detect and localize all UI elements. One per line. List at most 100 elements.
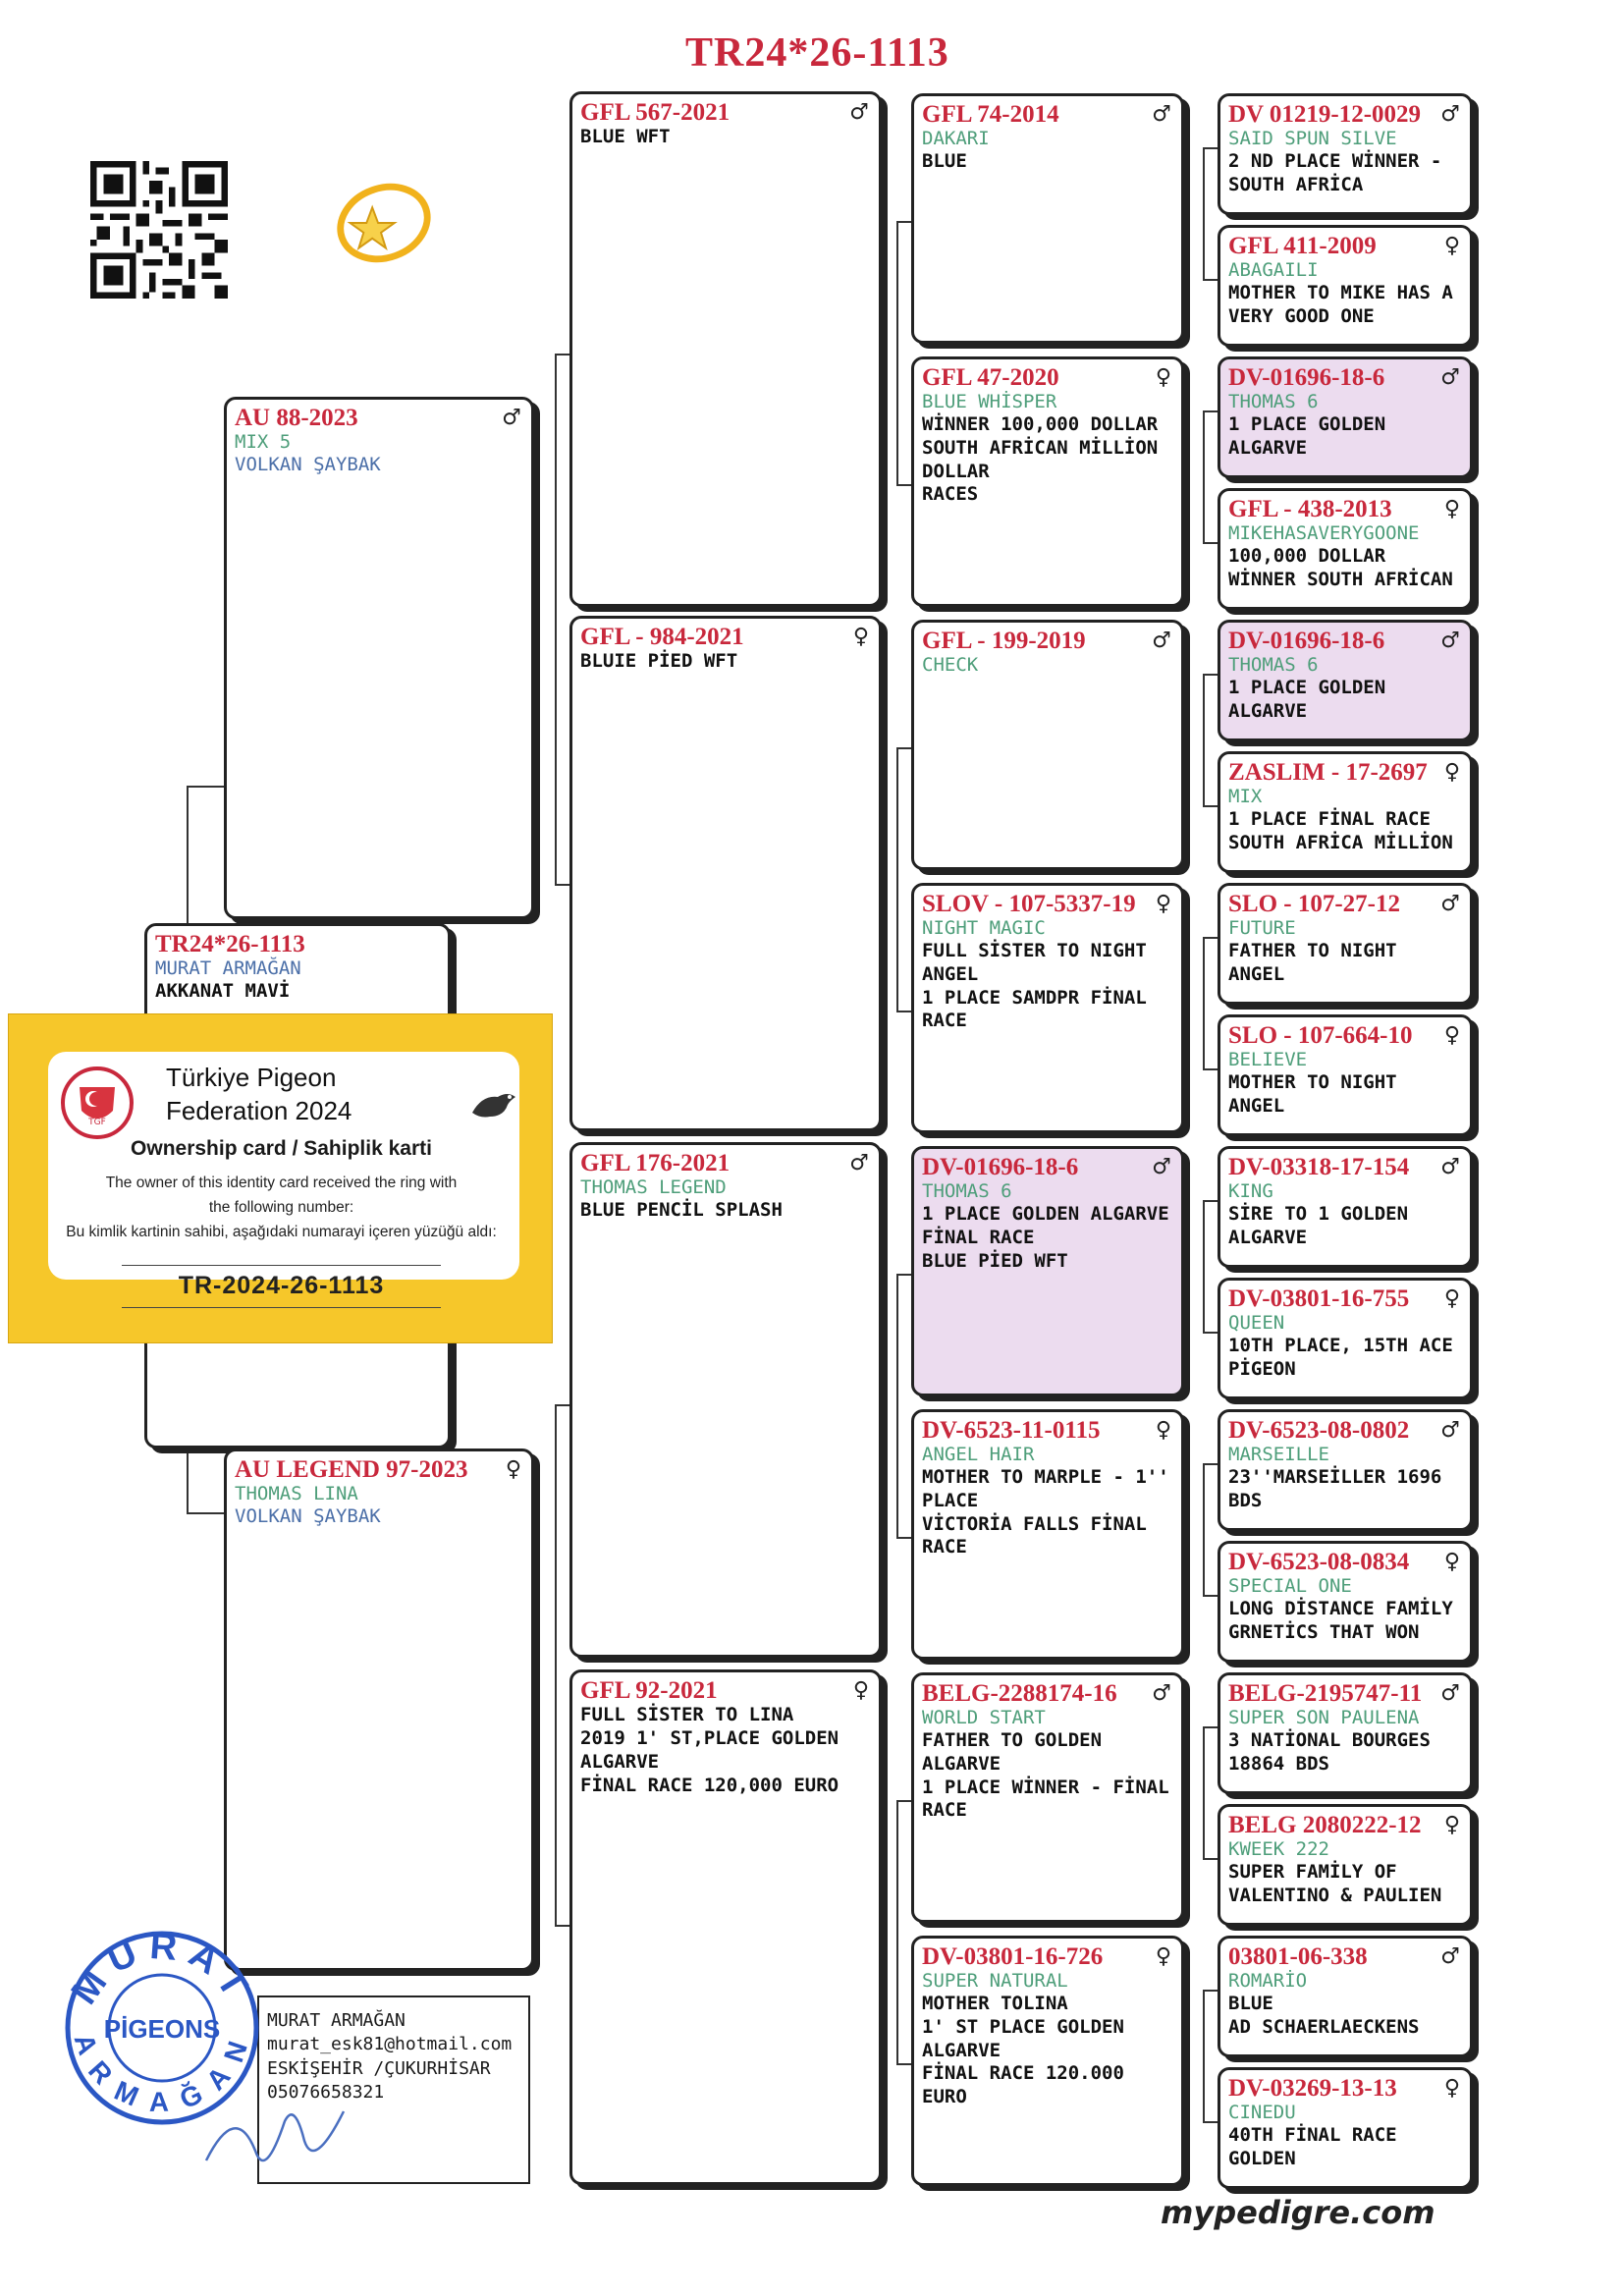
page-title: TR24*26-1113 [685, 30, 949, 76]
pedigree-note: MOTHER TO NIGHT [1228, 1071, 1397, 1094]
pigeon-name: SPECIAL ONE [1228, 1575, 1352, 1598]
ownership-card-description: The owner of this identity card received… [28, 1172, 534, 1244]
pedigree-note: GOLDEN [1228, 2147, 1296, 2169]
pedigree-card[interactable]: GFL 567-2021♂BLUE WFT [569, 91, 882, 607]
qr-code[interactable] [90, 155, 228, 304]
pedigree-note: ALGARVE [580, 1750, 660, 1773]
ring-number: 03801-06-338 [1228, 1943, 1368, 1970]
connector-line [1203, 279, 1219, 281]
female-icon: ♀ [1155, 1944, 1171, 1969]
ring-number: GFL 176-2021 [580, 1150, 731, 1176]
ring-number: DV-03269-13-13 [1228, 2075, 1397, 2102]
federation-name-line2: Federation 2024 [166, 1095, 352, 1125]
desc-line: The owner of this identity card received… [105, 1175, 458, 1191]
pedigree-note: MOTHER TO MIKE HAS A [1228, 282, 1453, 304]
pigeon-name: MARSEILLE [1228, 1444, 1329, 1466]
pedigree-note: ALGARVE [922, 2039, 1001, 2061]
connector-line [896, 2063, 913, 2065]
signature-scribble [204, 2110, 346, 2162]
pedigree-note: 18864 BDS [1228, 1752, 1329, 1775]
connector-line [1203, 410, 1205, 542]
ownership-card[interactable]: TGF Türkiye Pigeon Federation 2024 Owner… [8, 1013, 553, 1343]
pigeon-name: THOMAS 6 [1228, 654, 1319, 677]
brand-footer[interactable]: mypedigre.com [1161, 2194, 1435, 2231]
pedigree-note: SOUTH AFRİCA MİLLİON [1228, 831, 1453, 853]
pigeon-name: BLUE WHİSPER [922, 391, 1057, 413]
pigeon-name: DAKARI [922, 128, 990, 150]
male-icon: ♂ [1152, 102, 1171, 127]
male-icon: ♂ [1440, 629, 1460, 653]
federation-logo-icon: TGF [61, 1066, 134, 1139]
connector-line [555, 1925, 571, 1927]
pigeon-name: CHECK [922, 654, 979, 677]
pedigree-note: SOUTH AFRİCA [1228, 173, 1364, 195]
pigeon-name: KWEEK 222 [1228, 1838, 1329, 1861]
male-icon: ♂ [849, 100, 869, 125]
pedigree-note: BLUE [922, 150, 967, 173]
ring-number: DV-01696-18-6 [1228, 628, 1385, 654]
pedigree-note: 3 NATİONAL BOURGES [1228, 1729, 1431, 1752]
ring-number: BELG-2195747-11 [1228, 1680, 1423, 1707]
connector-line [1203, 674, 1219, 676]
male-icon: ♂ [1152, 1681, 1171, 1706]
owner-email[interactable]: murat_esk81@hotmail.com [267, 2034, 513, 2055]
pigeon-name: NIGHT MAGIC [922, 917, 1046, 940]
ring-number: DV-03801-16-726 [922, 1943, 1104, 1970]
ring-number: BELG 2080222-12 [1228, 1812, 1422, 1838]
divider [122, 1307, 441, 1308]
owner-stamp: MURAT ARMAĞAN PİGEONS [64, 1926, 259, 2125]
pigeon-name: FUTURE [1228, 917, 1296, 940]
connector-line [896, 747, 913, 749]
pedigree-note: FATHER TO NIGHT [1228, 940, 1397, 962]
star-logo-icon [337, 183, 431, 263]
female-icon: ♀ [1443, 234, 1460, 258]
connector-line [896, 1274, 913, 1276]
pedigree-note: ANGEL [922, 962, 979, 985]
male-icon: ♂ [1440, 365, 1460, 390]
female-icon: ♀ [1443, 1550, 1460, 1574]
connector-line [896, 1800, 898, 2063]
male-icon: ♂ [1152, 629, 1171, 653]
pedigree-note: 1 PLACE FİNAL RACE [1228, 808, 1431, 831]
connector-line [1203, 1200, 1205, 1332]
pedigree-card[interactable]: GFL - 984-2021♀BLUIE PİED WFT [569, 616, 882, 1131]
owner-phone[interactable]: 05076658321 [267, 2081, 385, 2103]
ring-number: GFL 92-2021 [580, 1677, 718, 1704]
pedigree-note: 2 ND PLACE WİNNER - [1228, 150, 1442, 173]
connector-line [896, 1274, 898, 1537]
pedigree-card-dam[interactable]: AU LEGEND 97-2023 ♀ THOMAS LINA VOLKAN Ş… [224, 1449, 534, 1971]
pedigree-card[interactable]: GFL - 199-2019♂CHECK [911, 620, 1184, 870]
ring-number: GFL 567-2021 [580, 99, 731, 126]
ring-number: DV-6523-08-0834 [1228, 1549, 1410, 1575]
connector-line [1203, 1990, 1205, 2121]
pedigree-note: MOTHER TO MARPLE - 1'' [922, 1466, 1169, 1489]
ring-number: AU 88-2023 [235, 405, 358, 431]
connector-line [1203, 410, 1219, 412]
pedigree-card-sire[interactable]: AU 88-2023 ♂ MIX 5 VOLKAN ŞAYBAK [224, 397, 534, 919]
